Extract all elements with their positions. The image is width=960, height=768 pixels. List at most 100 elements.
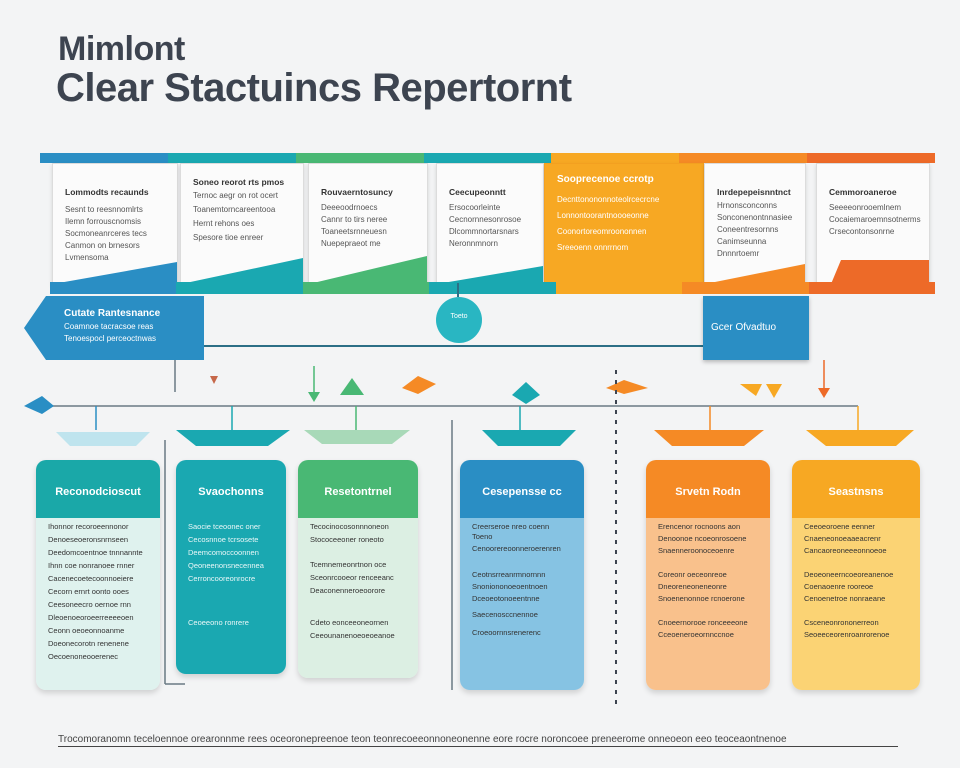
top-card-5-heading: Sooprecenoe ccrotp: [557, 174, 654, 185]
lane-6-body: Ceeoeoroene eenner Cnaeneonoeaaeacrenr C…: [792, 518, 920, 690]
top-card-2-heading: Soneo reorot rts pmos: [193, 177, 285, 187]
lane-3-header: Resetontrnel: [298, 460, 418, 522]
lane-1-title: Reconodcioscut: [55, 486, 141, 498]
top-card-6-line: Hrnonsconconns: [717, 201, 778, 210]
lane-2-line: Saocie tceoonec oner: [188, 522, 261, 531]
top-card-7-line: Cocaiemaroemnsotnerms: [829, 215, 921, 224]
lane-4-title: Cesepensse cc: [482, 486, 562, 498]
lane-4-line: Ceotnsrreanrmnornnn: [472, 570, 546, 579]
lane-4-header: Cesepensse cc: [460, 460, 584, 522]
top-card-4-line: Ersocoorleinte: [449, 203, 501, 212]
lane-2-line: Cecosnnoe tcrsosete: [188, 535, 259, 544]
mid-circle-node: Toeto: [436, 297, 482, 343]
lane-1-line: Doeonecorotn renenene: [48, 639, 129, 648]
top-card-3: Rouvaerntosuncy Deeeoodrnoecs Cannr to t…: [308, 163, 428, 285]
top-card-1-line: Lvmensoma: [65, 253, 109, 262]
lane-4-line: Toeno: [472, 532, 493, 541]
lane-1-line: Deedomcoentnoe tnnnannte: [48, 548, 143, 557]
top-card-7-line: Seeeeonrooemlnem: [829, 203, 902, 212]
lane-2-body: Saocie tceoonec oner Cecosnnoe tcrsosete…: [176, 518, 286, 674]
lane-3-line: Ceeounanenoeoeoeanoe: [310, 631, 395, 640]
top-card-6: Inrdepepeisnntnct Hrnonsconconns Soncone…: [704, 163, 806, 285]
lane-2-line: Qeoneenonsnecennea: [188, 561, 264, 570]
lane-1: Reconodcioscut Ihonnor recoroeennonor De…: [36, 460, 160, 690]
page-title-line-1: Mimlont: [58, 30, 185, 68]
lane-3-line: Stococeeoner roneoto: [310, 535, 384, 544]
lane-3-line: Sceonrcooeor renceeanc: [310, 573, 394, 582]
top-card-1-line: Canmon on brnesors: [65, 241, 140, 250]
mid-right-label: Gcer Ofvadtuo: [711, 322, 777, 333]
lane-1-body: Ihonnor recoroeennonor Denoeseoeronsnrns…: [36, 518, 160, 690]
lane-5-line: Dneoreneoneneonre: [658, 582, 727, 591]
top-card-4-line: Neronnmnorn: [449, 239, 498, 248]
top-card-6-wedge: [705, 264, 805, 284]
lane-2: Svaochonns Saocie tceoonec oner Cecosnno…: [176, 460, 286, 674]
lane-3-title: Resetontrnel: [324, 486, 392, 498]
footer-rule: [58, 746, 898, 747]
lane-1-line: Ihnn coe nonranoee rnner: [48, 561, 135, 570]
lane-2-line: Cerroncooreonrocre: [188, 574, 256, 583]
page-title-line-2: Clear Stactuincs Repertornt: [56, 66, 572, 110]
lane-6-line: Cancaoreoneeeonnoeoe: [804, 546, 887, 555]
lane-5-title: Srvetn Rodn: [675, 486, 741, 498]
lane-3-line: Tcemnemeonrtnon oce: [310, 560, 387, 569]
lane-2-header: Svaochonns: [176, 460, 286, 520]
lane-6-line: Cnaeneonoeaaeacrenr: [804, 534, 881, 543]
lane-4-line: Saecenosccnennoe: [472, 610, 538, 619]
lane-2-line: Ceoeeono ronrere: [188, 618, 249, 627]
lane-3: Resetontrnel Tecocinocosonnnoneon Stococ…: [298, 460, 418, 678]
lane-4-line: Croeoornnsrenerenc: [472, 628, 541, 637]
top-card-3-line: Cannr to tirs neree: [321, 215, 388, 224]
mid-circle-label: Toeto: [450, 313, 468, 320]
lane-1-line: Ihonnor recoroeennonor: [48, 522, 129, 531]
lane-6-header: Seastnsns: [792, 460, 920, 522]
top-card-4-heading: Ceecupeonntt: [449, 187, 506, 197]
top-card-4-wedge: [437, 266, 543, 284]
lane-6-line: Coenaoenre rooreoe: [804, 582, 874, 591]
lane-5-line: Erencenor rocnoons aon: [658, 522, 741, 531]
lane-3-line: Tecocinocosonnnoneon: [310, 522, 389, 531]
lane-4-line: Cenoorereoonneroerenren: [472, 544, 561, 553]
lane-5-line: Denoonoe ncoeonrosoene: [658, 534, 747, 543]
lane-4-body: Creerseroe nreo coenn Toeno Cenoorereoon…: [460, 518, 584, 690]
lane-1-line: Oecoenoneooerenec: [48, 652, 119, 661]
top-card-3-line: Nuepepraeot me: [321, 239, 381, 248]
top-card-1-line: Socmoneanrceres tecs: [65, 229, 147, 238]
top-card-3-line: Deeeoodrnoecs: [321, 203, 378, 212]
top-card-6-line: Dnnnrtoemr: [717, 249, 760, 258]
lane-1-line: Ceonn oeoeonnoanme: [48, 626, 125, 635]
top-card-5-line: Sreeoenn onnrrnom: [557, 243, 629, 252]
lane-5-header: Srvetn Rodn: [646, 460, 770, 522]
lane-2-title: Svaochonns: [198, 486, 264, 498]
lane-6-line: Seoeeceorenroanrorenoe: [804, 630, 890, 639]
lane-6-line: Deoeoneerncoeoreanenoe: [804, 570, 894, 579]
top-card-1-line: Ilemn forrouscnomsis: [65, 217, 142, 226]
lane-5-line: Coreonr oeceonreoe: [658, 570, 727, 579]
mid-right-box: Gcer Ofvadtuo: [703, 296, 809, 360]
lane-5-line: Cceoeneroeornnccnoe: [658, 630, 734, 639]
top-card-6-line: Coneentresornns: [717, 225, 779, 234]
top-card-5-line: Lonnontoorantnoooeonne: [557, 211, 649, 220]
top-card-3-line: Toaneetsrnneuesn: [321, 227, 387, 236]
lane-2-line: Deemcomoccoonnen: [188, 548, 259, 557]
top-card-5: Sooprecenoe ccrotp Decnttonononnoteolrce…: [544, 163, 704, 285]
bottom-color-band: [50, 282, 935, 294]
top-card-6-line: Canimseunna: [717, 237, 767, 246]
top-card-7-line: Crsecontonsonrne: [829, 227, 895, 236]
top-card-7-wedge: [831, 260, 929, 284]
top-card-2: Soneo reorot rts pmos Ternoc aegr on rot…: [180, 163, 304, 285]
lane-6: Seastnsns Ceeoeoroene eenner Cnaeneonoea…: [792, 460, 920, 690]
top-card-2-line: Ternoc aegr on rot ocert: [193, 191, 278, 200]
lane-3-body: Tecocinocosonnnoneon Stococeeoner roneot…: [298, 518, 418, 678]
lane-5: Srvetn Rodn Erencenor rocnoons aon Denoo…: [646, 460, 770, 690]
footer-caption: Trocomoranomn teceloennoe orearonnme ree…: [58, 734, 787, 745]
lane-4: Cesepensse cc Creerseroe nreo coenn Toen…: [460, 460, 584, 690]
top-card-7-heading: Cemmoroaneroe: [829, 187, 897, 197]
mid-left-shape: [24, 296, 204, 360]
lane-1-header: Reconodcioscut: [36, 460, 160, 522]
lane-1-line: Denoeseoeronsnrnseen: [48, 535, 129, 544]
mid-left-title: Cutate Rantesnance: [64, 308, 161, 319]
lane-1-line: Cacenecoetecoonnoeiere: [48, 574, 134, 583]
